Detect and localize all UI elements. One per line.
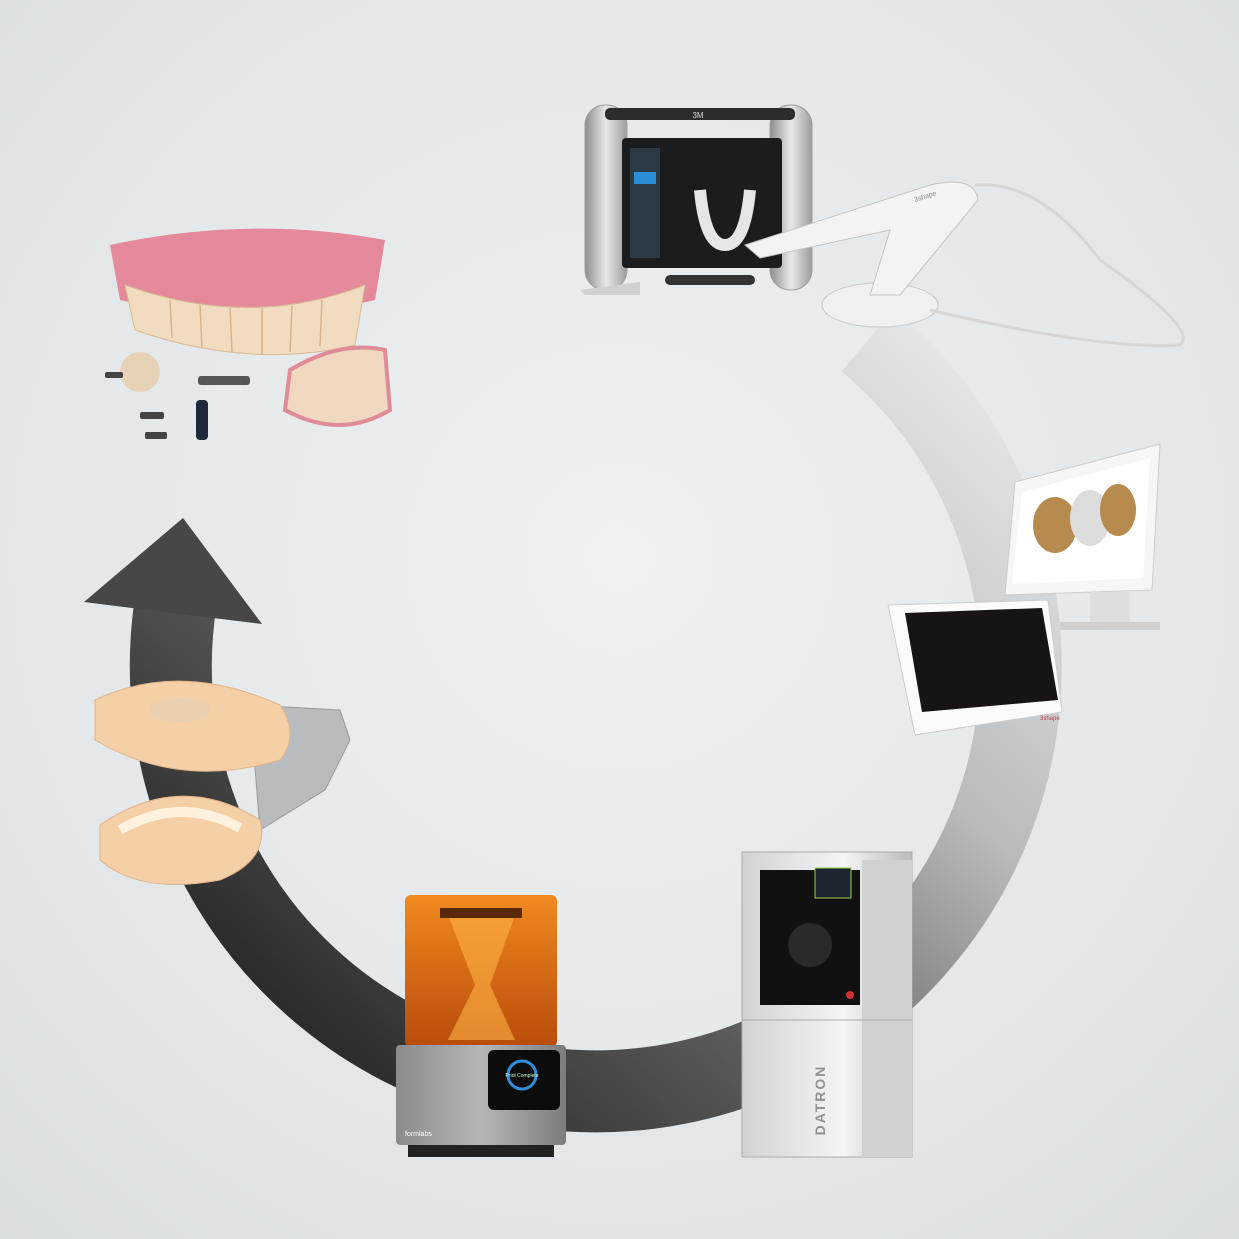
printed-dental-model (94, 680, 351, 885)
printer-screen-text: Print Complete (505, 1073, 538, 1079)
scanner-brand: 3M (692, 111, 703, 120)
intraoral-scanner: 3M 3shape (580, 104, 1185, 348)
printer-brand: formlabs (405, 1131, 432, 1138)
design-station: 3shape (887, 443, 1161, 736)
scanner-cable (929, 183, 1185, 348)
3d-printer: Print Complete formlabs (396, 895, 566, 1157)
dental-prosthesis (105, 228, 393, 440)
mill-brand: DATRON (812, 1065, 828, 1136)
milling-machine: DATRON (741, 851, 913, 1158)
station-brand: 3shape (1040, 716, 1060, 722)
arrow-head-icon (84, 518, 262, 624)
